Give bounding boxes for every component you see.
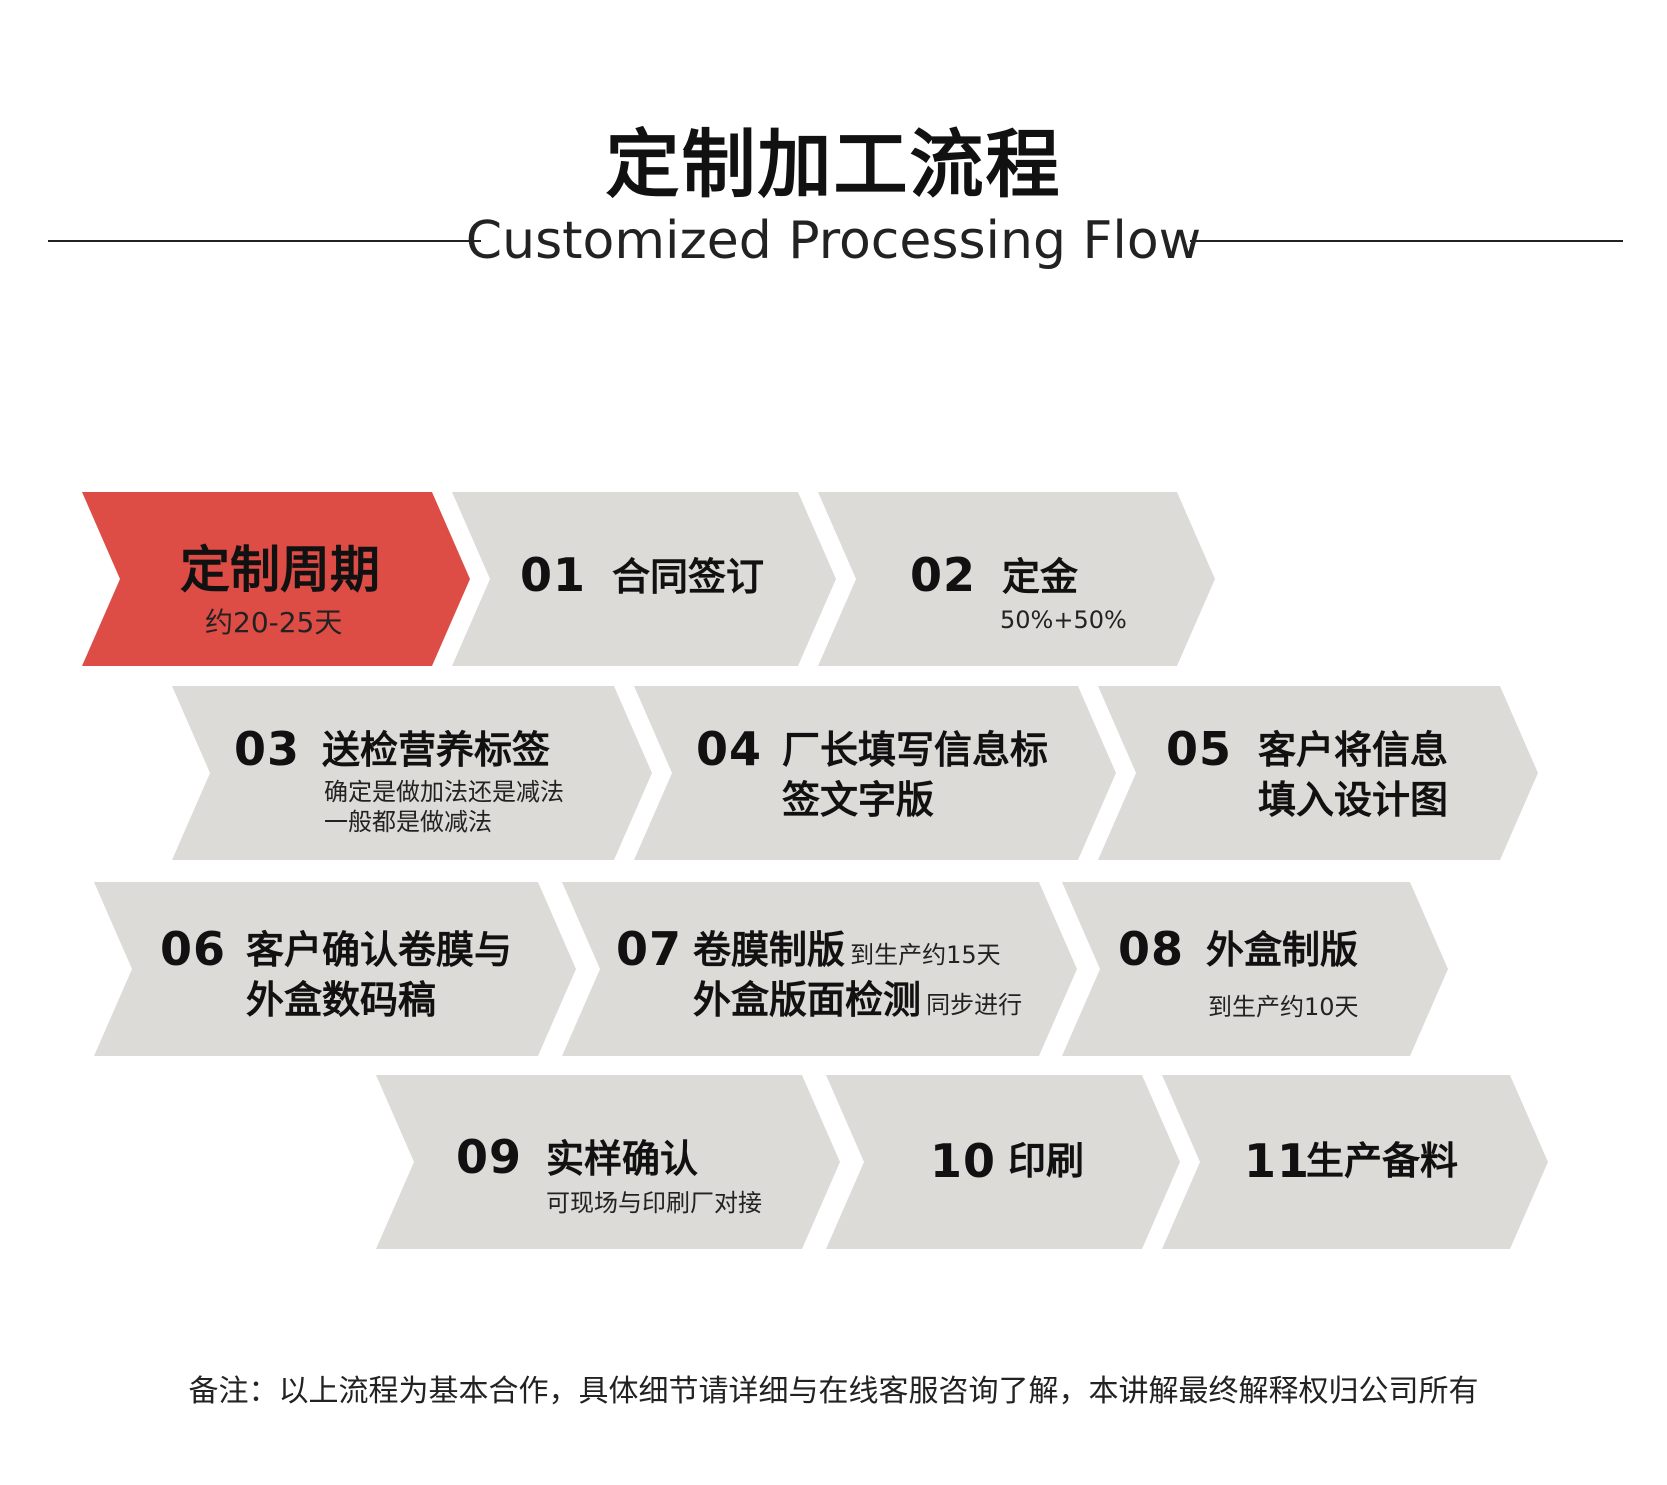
step-number-06: 06: [160, 922, 227, 976]
step-label-11: 生产备料: [1306, 1139, 1459, 1183]
step-note-03-line2: 一般都是做减法: [324, 808, 492, 836]
step-label-04-line2: 签文字版: [782, 778, 935, 822]
cycle-duration: 约20-25天: [205, 606, 343, 639]
step-note-08: 到生产约10天: [1208, 993, 1359, 1021]
step-number-02: 02: [910, 548, 977, 602]
step-label-09: 实样确认: [546, 1137, 699, 1181]
cycle-label: 定制周期: [180, 541, 380, 599]
divider-left: [48, 240, 481, 242]
page-subtitle: Customized Processing Flow: [465, 211, 1202, 271]
step-arrow-07: [562, 882, 1077, 1056]
step-note-03-line1: 确定是做加法还是减法: [324, 778, 564, 806]
step-note-09: 可现场与印刷厂对接: [546, 1189, 762, 1217]
step-arrow-01: [452, 492, 836, 666]
step-note-07-line2: 同步进行: [926, 991, 1023, 1019]
step-label-05-line2: 填入设计图: [1258, 778, 1449, 822]
page-title: 定制加工流程: [605, 122, 1062, 208]
step-label-07-line1: 卷膜制版: [693, 928, 846, 972]
step-label-02: 定金: [1002, 555, 1079, 599]
step-label-08: 外盒制版: [1206, 928, 1359, 972]
step-arrow-02: [818, 492, 1215, 666]
step-number-01: 01: [520, 548, 587, 602]
step-label-04-line1: 厂长填写信息标: [782, 728, 1049, 772]
step-arrow-08: [1062, 882, 1448, 1056]
step-label-06-line2: 外盒数码稿: [246, 978, 437, 1022]
step-arrow-06: [94, 882, 576, 1056]
step-label-05-line1: 客户将信息: [1258, 728, 1449, 772]
step-arrow-05: [1098, 686, 1538, 860]
subtitle-row: Customized Processing Flow: [0, 208, 1667, 274]
step-arrow-04: [634, 686, 1116, 860]
step-arrow-11: [1162, 1075, 1548, 1249]
step-note-02: 50%+50%: [1000, 606, 1127, 634]
step-number-05: 05: [1166, 722, 1233, 776]
step-label-01: 合同签订: [612, 555, 765, 599]
step-line-07-a: 卷膜制版 到生产约15天: [693, 925, 1001, 983]
step-number-08: 08: [1118, 922, 1185, 976]
cycle-arrow: [82, 492, 470, 666]
step-number-11: 11: [1244, 1134, 1311, 1188]
step-label-06-line1: 客户确认卷膜与: [246, 928, 513, 972]
step-arrow-09: [376, 1075, 840, 1249]
step-label-03: 送检营养标签: [322, 728, 551, 772]
step-label-10: 印刷: [1008, 1139, 1085, 1183]
step-note-07-line1: 到生产约15天: [850, 941, 1001, 969]
step-label-07-line2: 外盒版面检测: [693, 978, 922, 1022]
divider-right: [1190, 240, 1623, 242]
step-number-07: 07: [616, 922, 683, 976]
step-arrow-10: [826, 1075, 1180, 1249]
step-arrow-03: [172, 686, 652, 860]
step-line-07-b: 外盒版面检测 同步进行: [693, 975, 1022, 1033]
step-number-04: 04: [696, 722, 763, 776]
footnote: 备注：以上流程为基本合作，具体细节请详细与在线客服咨询了解，本讲解最终解释权归公…: [188, 1374, 1479, 1409]
step-number-09: 09: [456, 1130, 523, 1184]
step-number-10: 10: [930, 1134, 997, 1188]
step-number-03: 03: [234, 722, 301, 776]
